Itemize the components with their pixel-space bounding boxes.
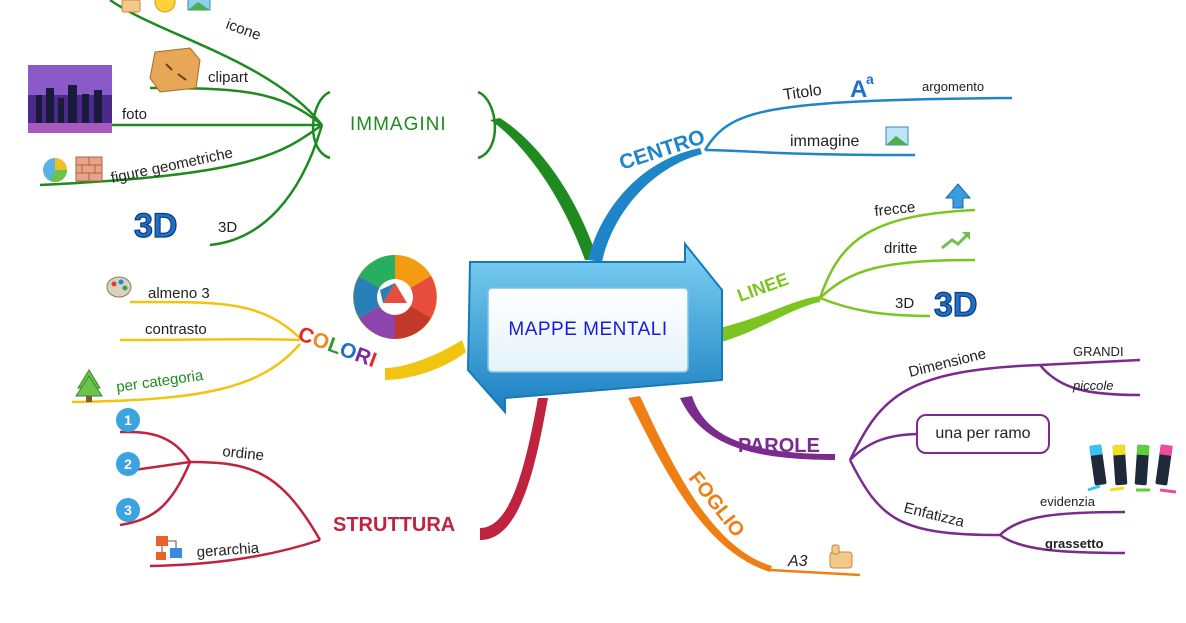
svg-text:2: 2 <box>124 456 132 472</box>
colori-letter: R <box>352 343 374 370</box>
svg-text:3D: 3D <box>134 207 177 245</box>
branch-linee <box>710 296 820 345</box>
item-3d-linee[interactable]: 3D <box>895 295 914 312</box>
linee-subbranches <box>818 208 976 318</box>
branch-immagini <box>490 118 598 260</box>
item-evidenzia[interactable]: evidenzia <box>1040 494 1096 509</box>
item-per-categoria[interactable]: per categoria <box>115 367 205 396</box>
number-badge-1: 1 <box>116 408 140 432</box>
branch-struttura <box>480 398 548 540</box>
central-title[interactable]: MAPPE MENTALI <box>508 319 668 340</box>
item-argomento[interactable]: argomento <box>922 79 984 94</box>
item-icone[interactable]: icone <box>224 16 264 44</box>
hierarchy-icon <box>156 536 182 560</box>
picture-icon <box>885 126 909 146</box>
branch-foglio <box>628 396 772 572</box>
item-clipart[interactable]: clipart <box>208 69 249 86</box>
item-grandi[interactable]: GRANDI <box>1073 344 1124 359</box>
linee-label[interactable]: LINEE <box>735 269 792 306</box>
thumbs-up-icon <box>829 544 853 569</box>
colori-subbranches <box>71 300 301 404</box>
foglio-subbranch <box>769 568 861 577</box>
treasure-map-icon <box>149 47 201 93</box>
svg-text:A: A <box>850 76 867 103</box>
trend-arrow-icon <box>941 232 970 250</box>
arrow-up-icon <box>944 183 972 209</box>
number-badge-3: 3 <box>116 498 140 522</box>
central-node[interactable] <box>466 241 723 415</box>
branch-centro <box>588 148 702 262</box>
parole-subbranches <box>848 358 1141 555</box>
item-contrasto[interactable]: contrasto <box>145 321 207 338</box>
item-gerarchia[interactable]: gerarchia <box>196 540 260 561</box>
item-frecce[interactable]: frecce <box>874 199 916 220</box>
colori-letter: O <box>309 328 332 355</box>
una-per-ramo-label: una per ramo <box>935 425 1031 442</box>
colori-letter: C <box>295 322 317 349</box>
pie-chart-icon <box>43 158 68 183</box>
centro-subbranches <box>703 96 1013 157</box>
item-piccole[interactable]: piccole <box>1072 378 1113 393</box>
parole-label[interactable]: PAROLE <box>738 435 820 457</box>
font-icon: A a <box>850 71 874 103</box>
item-grassetto[interactable]: grassetto <box>1045 536 1104 551</box>
color-wheel-icon <box>353 255 437 339</box>
central-node-label-box: MAPPE MENTALI <box>488 288 688 372</box>
colori-label[interactable]: COLORI <box>295 322 380 372</box>
smiley-icon <box>154 0 176 13</box>
svg-text:3D: 3D <box>934 286 977 324</box>
struttura-label[interactable]: STRUTTURA <box>333 514 455 536</box>
3d-icon: 3D <box>933 285 978 324</box>
item-foto[interactable]: foto <box>122 106 147 123</box>
3d-icon: 3D <box>133 206 178 245</box>
svg-text:3: 3 <box>124 502 132 518</box>
immagini-label[interactable]: IMMAGINI <box>350 114 447 135</box>
tree-icon <box>75 369 103 402</box>
una-per-ramo-node[interactable]: una per ramo <box>916 414 1050 454</box>
svg-text:a: a <box>866 71 874 87</box>
item-ordine[interactable]: ordine <box>222 443 265 464</box>
branch-colori <box>385 340 466 380</box>
item-a3[interactable]: A3 <box>787 553 808 570</box>
svg-text:1: 1 <box>124 412 132 428</box>
thumbs-up-icon <box>121 0 141 13</box>
branch-parole <box>680 396 835 460</box>
item-figure-geometriche[interactable]: figure geometriche <box>109 144 234 186</box>
city-photo-icon <box>28 65 112 133</box>
item-almeno-3[interactable]: almeno 3 <box>148 285 210 302</box>
item-dritte[interactable]: dritte <box>884 240 917 257</box>
item-titolo[interactable]: Titolo <box>782 82 823 104</box>
highlighter-icon <box>1087 444 1177 494</box>
item-immagine[interactable]: immagine <box>790 133 859 150</box>
item-3d-immagini[interactable]: 3D <box>218 219 237 236</box>
picture-icon <box>187 0 211 11</box>
colori-letter: O <box>337 338 360 365</box>
number-badge-2: 2 <box>116 452 140 476</box>
struttura-subbranches <box>119 430 322 568</box>
svg-text:COLORI: COLORI <box>295 322 380 372</box>
brick-icon <box>75 156 103 182</box>
palette-icon <box>106 276 132 298</box>
